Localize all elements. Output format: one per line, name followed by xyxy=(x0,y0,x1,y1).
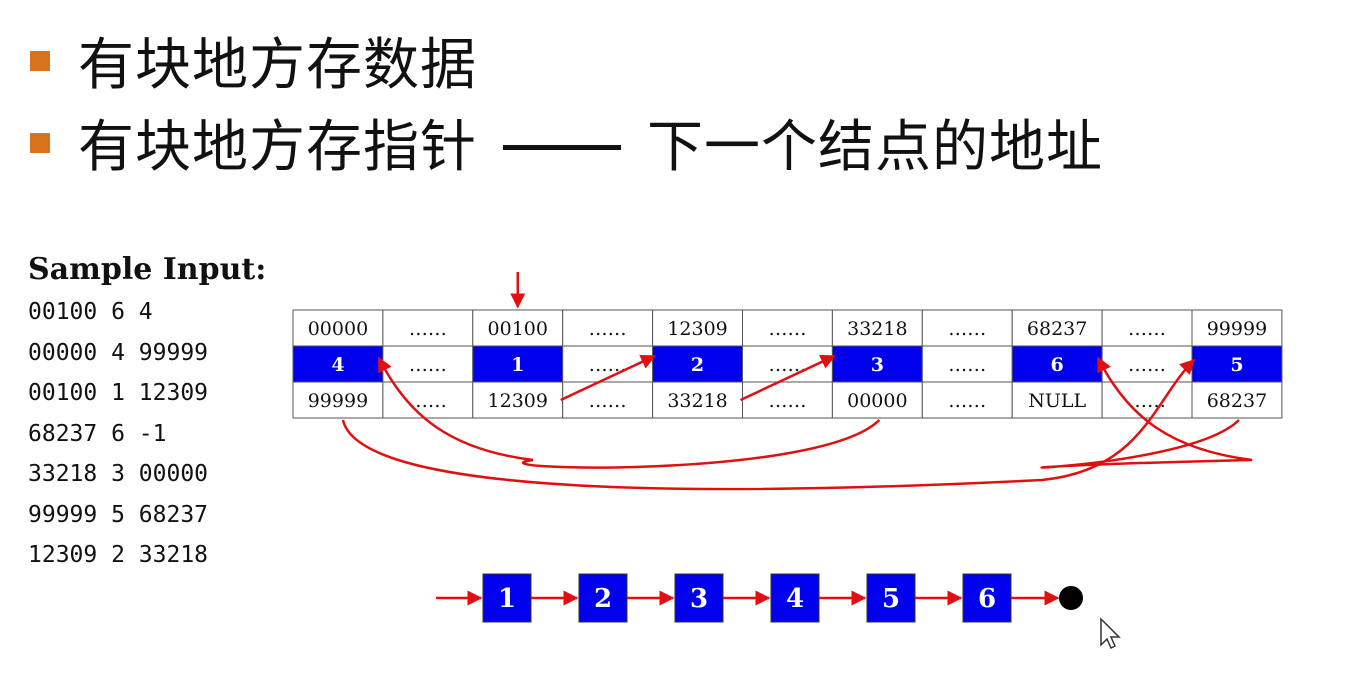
cell-address: 00000 xyxy=(308,318,368,340)
cell-data: 5 xyxy=(1230,354,1243,376)
table-cell xyxy=(652,345,743,383)
table-cell xyxy=(292,381,384,419)
cell-dots: …… xyxy=(1128,354,1166,376)
list-node-label: 6 xyxy=(978,584,996,614)
cell-next: 33218 xyxy=(667,390,727,412)
list-node xyxy=(770,573,820,623)
table-cell xyxy=(1101,309,1193,347)
memory-table: 00000 4 99999 …… …… …… 00100 1 12309 …… …… …… 12309 2… xyxy=(292,309,1283,419)
cell-dots: …… xyxy=(948,318,986,340)
list-node xyxy=(866,573,916,623)
pointer-links xyxy=(341,272,1253,491)
sample-input-title: Sample Input: xyxy=(28,252,267,287)
table-cell xyxy=(1011,381,1103,419)
bullet-square-icon xyxy=(30,132,50,153)
sample-input-line: 00100 6 4 xyxy=(28,299,153,325)
table-cell xyxy=(382,309,474,347)
table-cell xyxy=(562,309,654,347)
cell-dots: …… xyxy=(948,390,986,412)
sample-input-lines: 00100 6 4 00000 4 99999 00100 1 12309 68237… xyxy=(28,295,208,579)
cell-address: 12309 xyxy=(667,318,727,340)
bullet-text: 有块地方存数据 xyxy=(78,33,477,98)
next-link-arrow xyxy=(377,356,881,469)
cell-address: 33218 xyxy=(847,318,907,340)
cell-dots: …… xyxy=(589,318,627,340)
cell-next: 12309 xyxy=(488,390,548,412)
cell-dots: …… xyxy=(1128,390,1166,412)
cell-dots: …… xyxy=(768,354,806,376)
sample-input-line: 33218 3 00000 xyxy=(28,461,209,487)
linked-list-chain: 1 2 3 4 5 6 xyxy=(436,573,1083,623)
cell-data: 4 xyxy=(331,354,344,376)
sample-input-line: 12309 2 33218 xyxy=(28,542,209,568)
bullet-text: 有块地方存指针 下一个结点的地址 xyxy=(78,102,1103,183)
table-cell xyxy=(1191,309,1283,347)
sample-input-line: 99999 5 68237 xyxy=(28,501,209,528)
cell-data: 6 xyxy=(1051,354,1064,376)
cell-dots: …… xyxy=(768,318,806,340)
list-node xyxy=(482,573,532,623)
list-node-label: 1 xyxy=(498,584,516,614)
cell-data: 1 xyxy=(511,354,524,376)
table-cell xyxy=(831,309,923,347)
cell-address: 68237 xyxy=(1027,318,1087,340)
bullet-item-pointer: 有块地方存指针 下一个结点的地址 xyxy=(30,102,1103,183)
bullet-text-after: 下一个结点的地址 xyxy=(647,115,1103,180)
table-cell xyxy=(921,381,1013,419)
table-cell xyxy=(472,345,564,383)
table-cell xyxy=(652,381,743,419)
sample-input-line: 00000 4 99999 xyxy=(28,339,209,366)
cell-data: 3 xyxy=(871,354,884,376)
cell-address: 99999 xyxy=(1207,318,1267,340)
null-terminator-icon xyxy=(1059,586,1083,610)
table-cell xyxy=(742,381,833,419)
cell-address: 00100 xyxy=(488,318,548,340)
table-cell xyxy=(1191,381,1283,419)
cell-dots: …… xyxy=(1128,318,1166,340)
cell-dots: …… xyxy=(589,390,627,412)
cell-next: 00000 xyxy=(847,390,907,412)
bullet-square-icon xyxy=(30,50,50,71)
cell-dots: …… xyxy=(409,354,447,376)
em-dash-line xyxy=(503,145,621,151)
bullet-text-before: 有块地方存指针 xyxy=(78,115,477,180)
bullet-item-data: 有块地方存数据 xyxy=(30,20,477,101)
list-node xyxy=(674,573,724,623)
table-cell xyxy=(472,309,564,347)
table-cell xyxy=(472,381,564,419)
cell-dots: …… xyxy=(589,354,627,376)
next-link-arrow xyxy=(739,354,836,402)
list-node-label: 3 xyxy=(690,584,708,614)
next-link-arrow xyxy=(1040,356,1253,469)
table-cell xyxy=(921,345,1013,383)
next-link-arrow xyxy=(560,354,656,402)
cell-dots: …… xyxy=(948,354,986,376)
cell-data: 2 xyxy=(691,354,704,376)
list-node xyxy=(578,573,628,623)
cell-dots: …… xyxy=(409,318,447,340)
sample-input-line: 68237 6 -1 xyxy=(28,420,167,447)
cell-next: 68237 xyxy=(1207,390,1267,412)
list-node-label: 5 xyxy=(882,584,900,614)
table-cell xyxy=(292,309,384,347)
cell-dots: …… xyxy=(409,390,447,412)
sample-input-line: 00100 1 12309 xyxy=(28,380,209,406)
cell-dots: …… xyxy=(768,390,806,412)
table-cell xyxy=(292,345,384,383)
list-node xyxy=(962,573,1012,623)
table-cell xyxy=(1011,309,1103,347)
cell-next: 99999 xyxy=(308,390,368,412)
mouse-cursor-icon xyxy=(1100,617,1121,650)
cell-next: NULL xyxy=(1028,390,1086,412)
list-node-label: 4 xyxy=(786,584,804,614)
list-node-label: 2 xyxy=(594,584,612,614)
